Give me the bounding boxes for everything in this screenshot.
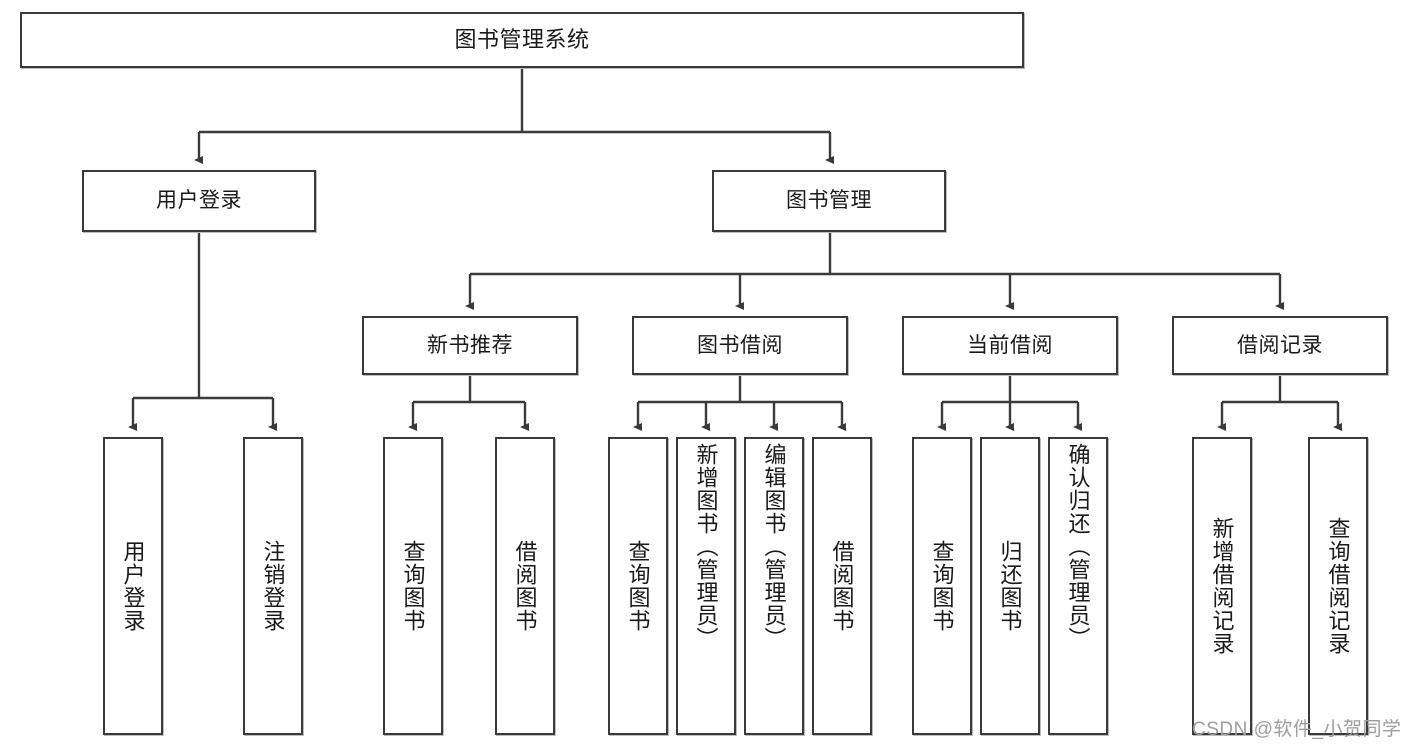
node-leaf-borrow-book-recommend[interactable]: 借阅图书	[495, 437, 555, 735]
node-label: 查询图书	[625, 540, 651, 632]
node-label: 借阅记录	[1237, 333, 1323, 357]
node-current-borrow[interactable]: 当前借阅	[902, 316, 1118, 375]
node-book-management[interactable]: 图书管理	[712, 170, 946, 232]
node-label: 确认归还（管理员）	[1065, 443, 1091, 650]
node-leaf-query-book-recommend[interactable]: 查询图书	[383, 437, 443, 735]
node-label: 用户登录	[120, 540, 146, 632]
node-label: 用户登录	[156, 189, 242, 213]
node-leaf-confirm-return-admin[interactable]: 确认归还（管理员）	[1048, 437, 1108, 735]
node-label: 归还图书	[997, 540, 1023, 632]
node-user-login[interactable]: 用户登录	[82, 170, 316, 232]
node-new-book-recommend[interactable]: 新书推荐	[362, 316, 578, 375]
node-leaf-query-book-borrow[interactable]: 查询图书	[608, 437, 668, 735]
node-label: 借阅图书	[829, 540, 855, 632]
node-label: 图书借阅	[697, 333, 783, 357]
node-label: 注销登录	[260, 540, 286, 632]
node-leaf-return-book[interactable]: 归还图书	[980, 437, 1040, 735]
node-leaf-query-book-current[interactable]: 查询图书	[912, 437, 972, 735]
node-book-borrow[interactable]: 图书借阅	[632, 316, 848, 375]
node-label: 借阅图书	[512, 540, 538, 632]
node-label: 新增图书（管理员）	[693, 443, 719, 650]
watermark: CSDN @软件_小贺同学	[1192, 719, 1402, 740]
node-root-system[interactable]: 图书管理系统	[20, 12, 1024, 68]
node-leaf-add-book-admin[interactable]: 新增图书（管理员）	[676, 437, 736, 735]
node-leaf-edit-book-admin[interactable]: 编辑图书（管理员）	[744, 437, 804, 735]
node-leaf-logout[interactable]: 注销登录	[243, 437, 303, 735]
node-label: 查询图书	[400, 540, 426, 632]
node-label: 查询借阅记录	[1325, 517, 1351, 655]
node-leaf-borrow-book[interactable]: 借阅图书	[812, 437, 872, 735]
node-leaf-add-borrow-record[interactable]: 新增借阅记录	[1192, 437, 1252, 735]
node-leaf-user-login[interactable]: 用户登录	[103, 437, 163, 735]
node-borrow-record[interactable]: 借阅记录	[1172, 316, 1388, 375]
node-label: 编辑图书（管理员）	[761, 443, 787, 650]
node-label: 新书推荐	[427, 333, 513, 357]
node-label: 查询图书	[929, 540, 955, 632]
node-label: 新增借阅记录	[1209, 517, 1235, 655]
node-leaf-query-borrow-record[interactable]: 查询借阅记录	[1308, 437, 1368, 735]
node-label: 图书管理	[786, 189, 872, 213]
node-label: 图书管理系统	[454, 26, 590, 52]
node-label: 当前借阅	[967, 333, 1053, 357]
